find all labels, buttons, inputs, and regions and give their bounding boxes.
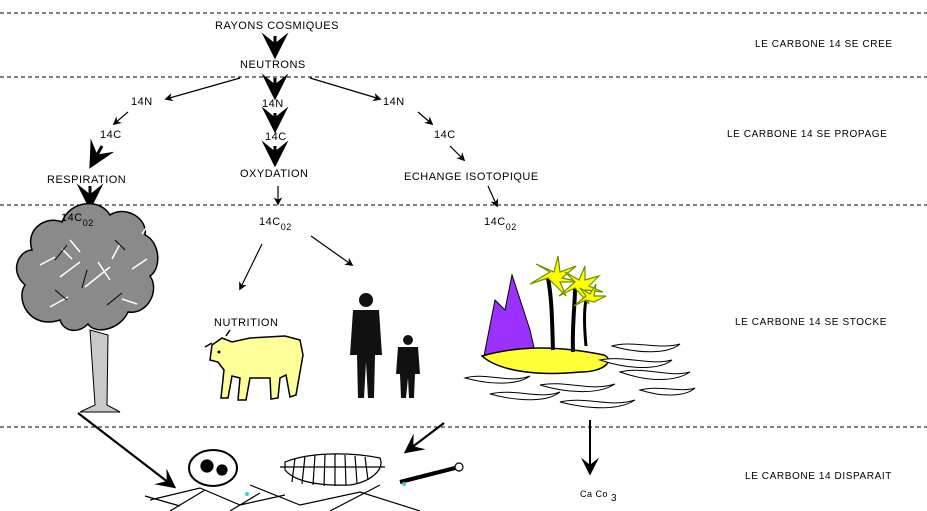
neutrons-label: NEUTRONS: [240, 59, 306, 71]
arrow: [92, 146, 102, 164]
arrow: [450, 146, 464, 160]
arrow: [407, 423, 444, 451]
co2-subscript: 02: [506, 222, 517, 232]
middle-co2-label: 14C02: [259, 216, 292, 228]
right-co2-label: 14C02: [484, 216, 517, 228]
caco3-subscript: 3: [611, 493, 617, 504]
stage-propagates-label: LE CARBONE 14 SE PROPAGE: [727, 129, 887, 141]
cow-icon: [205, 330, 303, 400]
cosmic-rays-label: RAYONS COSMIQUES: [215, 20, 339, 32]
tree-icon: [17, 204, 158, 412]
arrow: [78, 413, 173, 486]
co2-base: 14C: [259, 216, 281, 228]
stage-disappears-label: LE CARBONE 14 DISPARAIT: [745, 471, 892, 483]
people-icon: [350, 293, 420, 398]
caco3-label: Ca Co 3: [580, 488, 617, 501]
arrow: [114, 112, 128, 124]
skeleton-icon: [145, 450, 463, 511]
arrow: [488, 186, 497, 206]
island-icon: [465, 256, 695, 408]
respiration-label: RESPIRATION: [47, 174, 126, 186]
right-14n-label: 14N: [383, 96, 405, 108]
arrow: [240, 244, 262, 289]
stage-created-label: LE CARBONE 14 SE CREE: [755, 39, 893, 51]
middle-14n-label: 14N: [262, 98, 284, 110]
left-14n-label: 14N: [131, 96, 153, 108]
co2-subscript: 02: [281, 222, 292, 232]
co2-base: 14C: [484, 216, 506, 228]
arrow: [311, 236, 352, 265]
stage-stored-label: LE CARBONE 14 SE STOCKE: [735, 317, 887, 329]
co2-base: 14C: [61, 212, 83, 224]
left-co2-label: 14C02: [61, 212, 94, 224]
arrow: [166, 78, 240, 99]
nutrition-label: NUTRITION: [214, 317, 278, 329]
oxydation-label: OXYDATION: [240, 168, 308, 180]
middle-14c-label: 14C: [265, 131, 287, 143]
isotopic-exchange-label: ECHANGE ISOTOPIQUE: [404, 171, 539, 183]
caco3-base: Ca Co: [580, 489, 608, 499]
left-14c-label: 14C: [100, 129, 122, 141]
right-14c-label: 14C: [434, 129, 456, 141]
co2-subscript: 02: [83, 218, 94, 228]
arrow: [310, 78, 380, 99]
arrow: [418, 112, 432, 124]
